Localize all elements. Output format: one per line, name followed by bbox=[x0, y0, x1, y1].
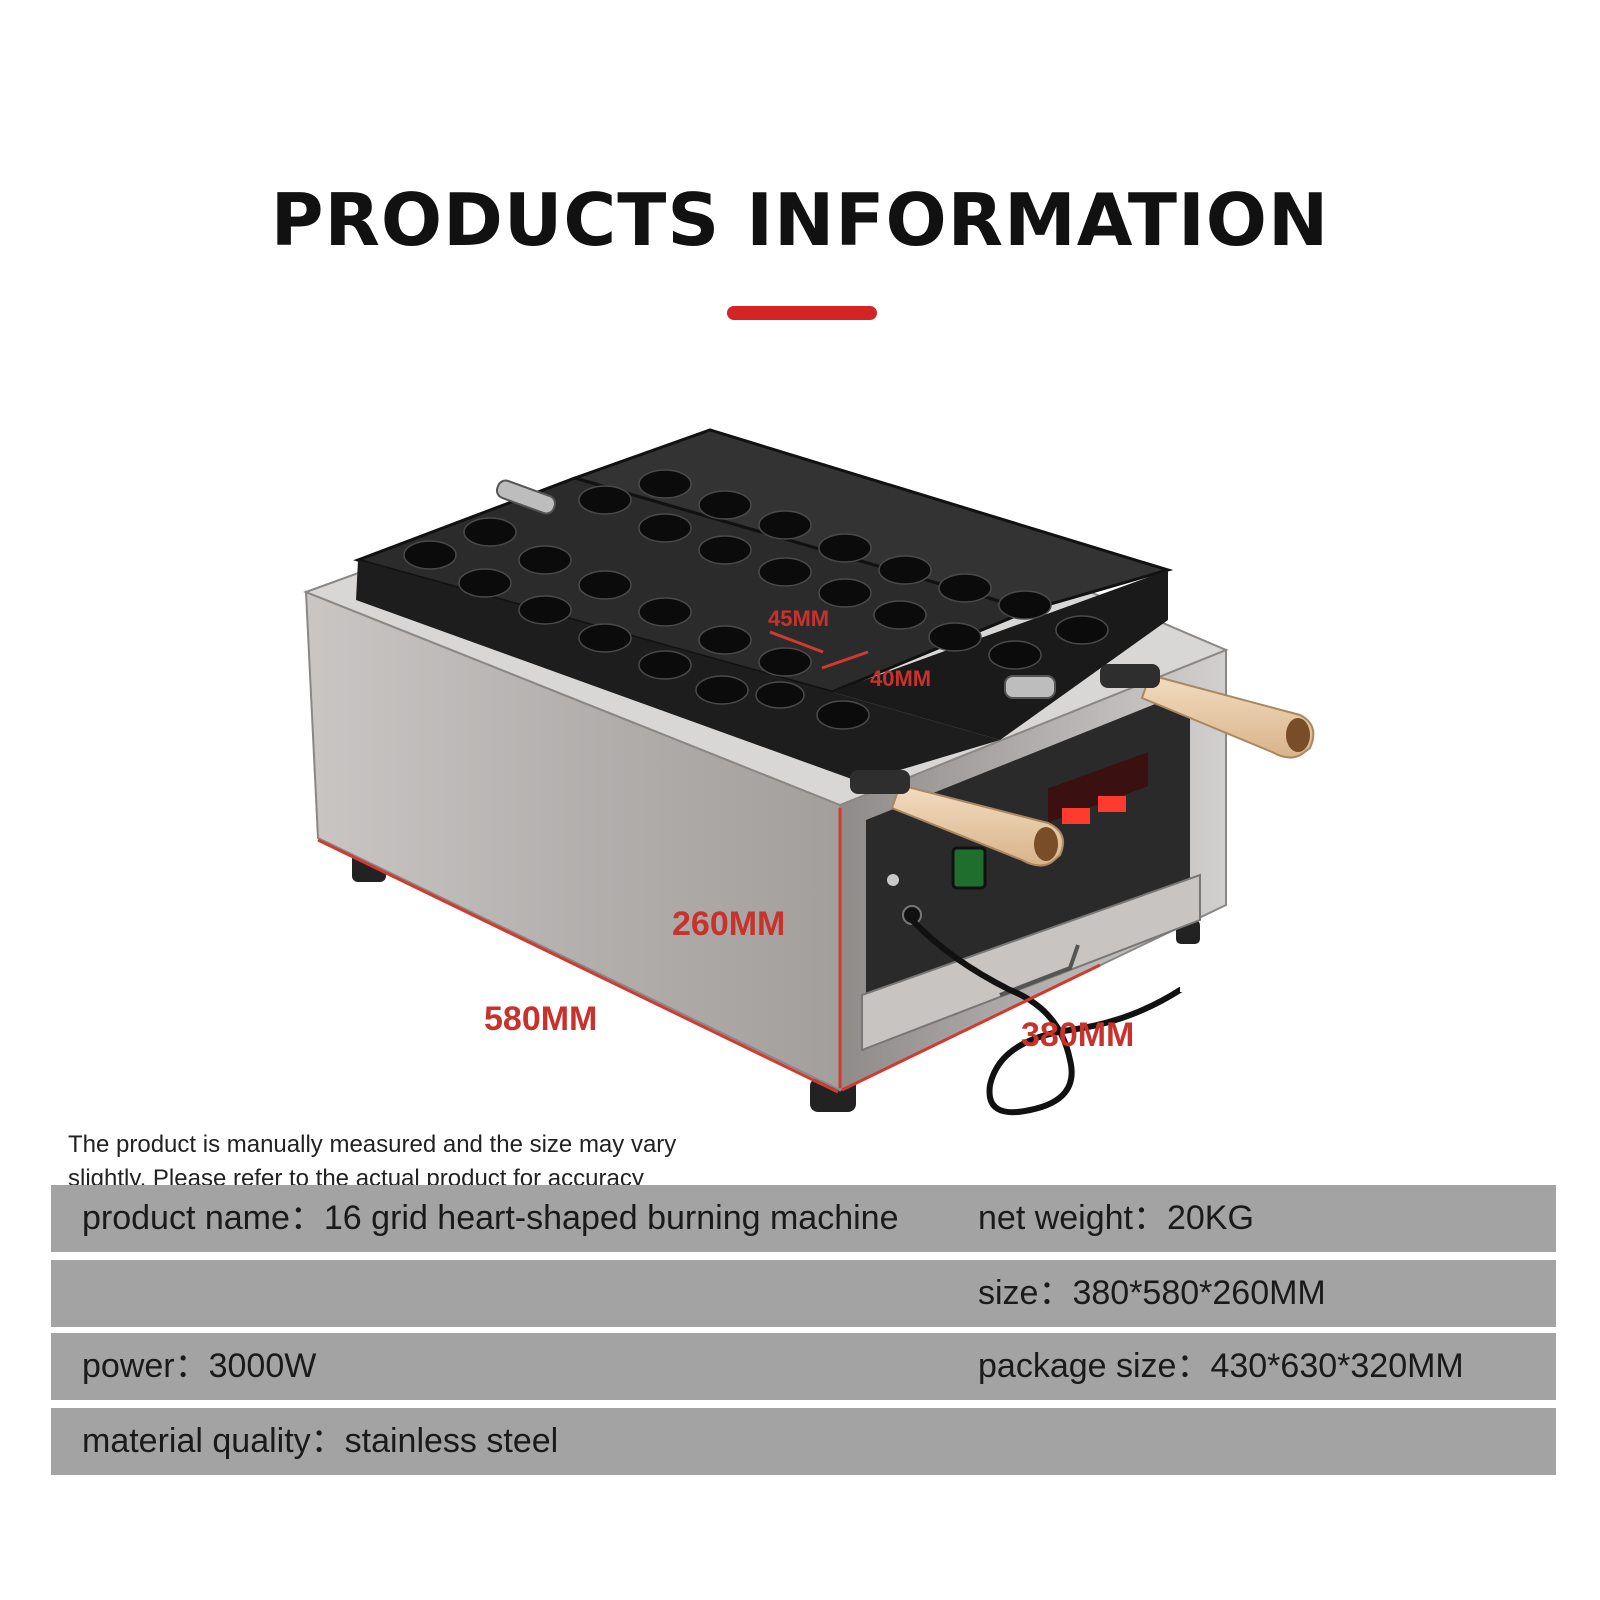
spec-package-size: package size：430*630*320MM bbox=[978, 1347, 1464, 1385]
spec-size: size：380*580*260MM bbox=[978, 1274, 1326, 1312]
spec-row: size：380*580*260MM bbox=[51, 1260, 1556, 1327]
spec-row: product name：16 grid heart-shaped burnin… bbox=[51, 1185, 1556, 1252]
power-cord bbox=[909, 917, 1243, 1116]
spec-row: material quality：stainless steel bbox=[51, 1408, 1556, 1475]
dimension-cell-width: 45MM bbox=[768, 606, 830, 631]
dimension-lines bbox=[317, 630, 1101, 1094]
drip-drawer bbox=[861, 873, 1201, 1052]
dimension-width: 380MM bbox=[1021, 1016, 1135, 1054]
page-title: PRODUCTS INFORMATION bbox=[270, 178, 1330, 262]
spec-power: power：3000W bbox=[82, 1347, 317, 1385]
hinge bbox=[495, 479, 1056, 699]
dimension-height: 260MM bbox=[672, 905, 786, 943]
spec-net-weight: net weight：20KG bbox=[978, 1199, 1254, 1237]
spec-row: power：3000W package size：430*630*320MM bbox=[51, 1333, 1556, 1400]
title-underline bbox=[727, 306, 877, 320]
dimension-cell-height: 40MM bbox=[870, 666, 932, 691]
dimension-length: 580MM bbox=[484, 1000, 598, 1038]
heart-mould-plate bbox=[353, 428, 1174, 782]
wooden-handle bbox=[850, 770, 1064, 867]
wooden-handle bbox=[1100, 664, 1315, 759]
disclaimer-line: The product is manually measured and the… bbox=[68, 1131, 677, 1158]
spec-product-name: product name：16 grid heart-shaped burnin… bbox=[82, 1199, 899, 1237]
spec-material: material quality：stainless steel bbox=[82, 1422, 559, 1460]
